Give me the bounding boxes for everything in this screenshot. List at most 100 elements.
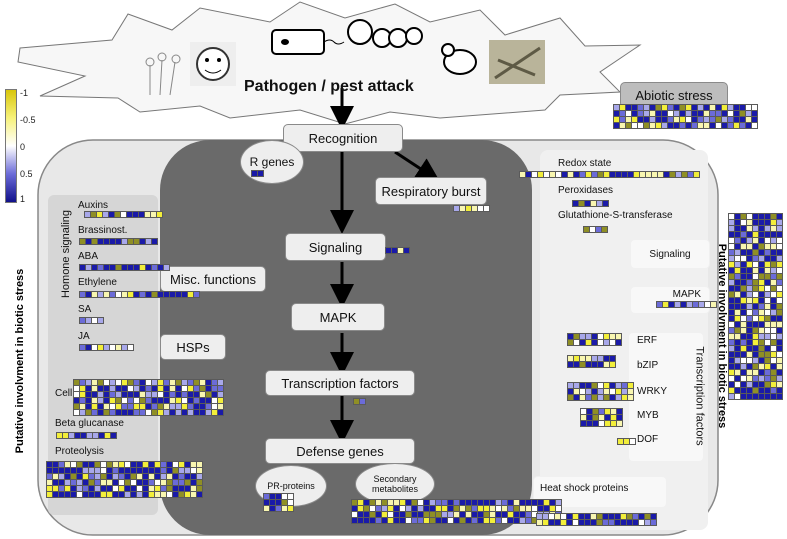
heatmap-cell: [176, 404, 181, 409]
expression-heatmap: [613, 104, 758, 129]
heatmap-cell: [191, 486, 196, 491]
heatmap-cell: [686, 123, 691, 128]
heatmap-cell: [573, 201, 578, 206]
heatmap-cell: [771, 304, 776, 309]
heatmap-cell: [98, 404, 103, 409]
heatmap-cell: [747, 286, 752, 291]
heatmap-cell: [616, 383, 621, 388]
heatmap-cell: [729, 220, 734, 225]
heatmap-cell: [587, 409, 592, 414]
heatmap-cell: [200, 404, 205, 409]
heatmap-cell: [116, 398, 121, 403]
heatmap-cell: [765, 226, 770, 231]
heatmap-cell: [771, 220, 776, 225]
heatmap-cell: [149, 462, 154, 467]
legend-tick-3: 0: [20, 142, 26, 152]
heatmap-cell: [777, 346, 782, 351]
heatmap-cell: [549, 514, 554, 519]
heatmap-cell: [92, 265, 97, 270]
heatmap-cell: [86, 239, 91, 244]
heatmap-cell: [735, 274, 740, 279]
heatmap-cell: [735, 238, 740, 243]
heatmap-cell: [167, 468, 172, 473]
heatmap-cell: [131, 468, 136, 473]
heatmap-cell: [586, 383, 591, 388]
heatmap-cell: [104, 392, 109, 397]
heatmap-cell: [777, 340, 782, 345]
heatmap-cell: [179, 462, 184, 467]
heat-shock-label: Heat shock proteins: [540, 483, 629, 494]
heatmap-cell: [747, 352, 752, 357]
heatmap-cell: [496, 500, 501, 505]
heatmap-cell: [753, 358, 758, 363]
heatmap-cell: [110, 410, 115, 415]
heatmap-cell: [152, 292, 157, 297]
heatmap-cell: [644, 111, 649, 116]
heatmap-cell: [777, 280, 782, 285]
heatmap-cell: [532, 506, 537, 511]
heatmap-cell: [716, 117, 721, 122]
heatmap-cell: [110, 386, 115, 391]
heatmap-cell: [173, 480, 178, 485]
heatmap-cell: [146, 265, 151, 270]
heatmap-cell: [134, 398, 139, 403]
heatmap-cell: [580, 356, 585, 361]
heatmap-cell: [101, 492, 106, 497]
heatmap-cell: [604, 356, 609, 361]
heatmap-cell: [197, 468, 202, 473]
heatmap-cell: [412, 518, 417, 523]
heatmap-cell: [484, 518, 489, 523]
heatmap-cell: [149, 486, 154, 491]
heatmap-cell: [596, 227, 601, 232]
heatmap-cell: [472, 518, 477, 523]
heatmap-cell: [490, 500, 495, 505]
heatmap-cell: [412, 506, 417, 511]
heatmap-cell: [550, 172, 555, 177]
heatmap-cell: [585, 520, 590, 525]
heatmap-cell: [747, 370, 752, 375]
heatmap-cell: [137, 474, 142, 479]
heatmap-cell: [670, 172, 675, 177]
heatmap-cell: [556, 172, 561, 177]
heatmap-cell: [532, 500, 537, 505]
heatmap-cell: [158, 292, 163, 297]
heatmap-cell: [86, 410, 91, 415]
heatmap-cell: [270, 506, 275, 511]
heatmap-cell: [771, 358, 776, 363]
heatmap-cell: [765, 382, 770, 387]
heatmap-cell: [146, 398, 151, 403]
heatmap-cell: [484, 512, 489, 517]
heatmap-cell: [741, 316, 746, 321]
heatmap-cell: [400, 518, 405, 523]
expression-heatmap: [567, 355, 616, 368]
heatmap-cell: [98, 392, 103, 397]
heatmap-cell: [264, 500, 269, 505]
heatmap-cell: [747, 304, 752, 309]
heatmap-cell: [121, 212, 126, 217]
heatmap-cell: [597, 201, 602, 206]
heatmap-cell: [77, 480, 82, 485]
heatmap-cell: [759, 292, 764, 297]
heatmap-cell: [628, 395, 633, 400]
heatmap-cell: [92, 392, 97, 397]
heatmap-cell: [574, 172, 579, 177]
heatmap-cell: [194, 398, 199, 403]
heatmap-cell: [101, 474, 106, 479]
heatmap-cell: [442, 500, 447, 505]
center-panel: [160, 140, 532, 535]
heatmap-cell: [155, 462, 160, 467]
heatmap-cell: [747, 388, 752, 393]
heatmap-cell: [188, 392, 193, 397]
heatmap-cell: [567, 520, 572, 525]
right-mapk-label: MAPK: [672, 289, 701, 300]
heatmap-cell: [360, 399, 365, 404]
heatmap-cell: [734, 105, 739, 110]
expression-heatmap: [385, 247, 410, 254]
heatmap-cell: [392, 248, 397, 253]
heatmap-cell: [478, 512, 483, 517]
heatmap-cell: [113, 468, 118, 473]
heatmap-cell: [113, 486, 118, 491]
heatmap-cell: [735, 244, 740, 249]
heatmap-cell: [53, 474, 58, 479]
heatmap-cell: [270, 500, 275, 505]
